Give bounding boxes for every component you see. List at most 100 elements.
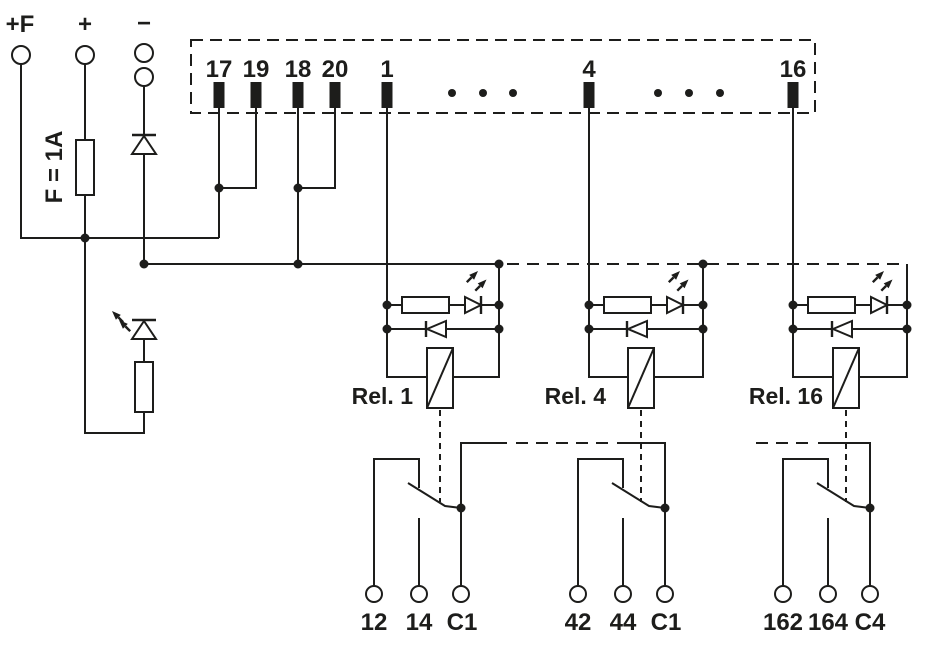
relay-16-wiring [792, 108, 908, 378]
pin-18 [292, 82, 304, 108]
plus-label: + [78, 11, 92, 38]
terminal-42 [569, 585, 587, 603]
supply-section: +F + − F = 1A [6, 10, 219, 434]
changeover-contact-arm [611, 482, 666, 509]
led-emission-arrows-icon [667, 271, 689, 292]
relay-1-contacts: 12 14 C1 [361, 442, 612, 636]
junction-dot [80, 233, 90, 243]
freewheel-diode-icon [830, 319, 853, 339]
contact-label-nc: 12 [361, 609, 388, 636]
junction-dot [902, 300, 912, 310]
pin-label-16: 16 [780, 56, 807, 83]
relay-1-coil-circuit: Rel. 1 [352, 108, 504, 502]
led-icon [666, 295, 686, 315]
fuse-label: F = 1A [41, 131, 68, 204]
pin-label-19: 19 [243, 56, 270, 83]
junction-dot [382, 324, 392, 334]
junction-dot [902, 324, 912, 334]
relay-4-wiring [588, 108, 704, 378]
pin-17 [213, 82, 225, 108]
terminal-minus-2 [134, 67, 154, 87]
resistor-icon [807, 296, 856, 314]
led-emission-arrows-icon [871, 271, 893, 292]
ellipsis-dot [509, 89, 517, 97]
relay-1-wiring [386, 108, 500, 378]
pin-20 [329, 82, 341, 108]
resistor-icon [401, 296, 450, 314]
ellipsis-dot [716, 89, 724, 97]
pin-16 [787, 82, 799, 108]
connector-box: 17 19 18 20 1 4 16 [190, 39, 816, 114]
ellipsis-dot [448, 89, 456, 97]
contact-label-no: 14 [406, 609, 433, 636]
fuse-icon [75, 139, 95, 196]
changeover-contact-arm [407, 482, 462, 509]
junction-dot [584, 324, 594, 334]
resistor-icon [603, 296, 652, 314]
terminal-plus [75, 45, 95, 65]
supply-wiring [20, 64, 219, 434]
diode-icon [130, 133, 158, 155]
junction-dot [494, 324, 504, 334]
terminal-c1 [452, 585, 470, 603]
pin-label-18: 18 [285, 56, 312, 83]
terminal-c1 [656, 585, 674, 603]
pin-label-1: 1 [380, 56, 393, 83]
led-emission-arrows-icon [465, 271, 487, 292]
junction-dot [382, 300, 392, 310]
resistor-icon [134, 361, 154, 413]
ellipsis-dot [479, 89, 487, 97]
pin-1 [381, 82, 393, 108]
terminal-plus-f [11, 45, 31, 65]
relay-coil [426, 347, 454, 409]
supply-pin-wiring [218, 108, 336, 264]
junction-dot [788, 300, 798, 310]
contact-label-common: C1 [447, 609, 478, 636]
pin-19 [250, 82, 262, 108]
contact-wiring [782, 442, 871, 586]
terminal-164 [819, 585, 837, 603]
contact-label-nc: 42 [565, 609, 592, 636]
terminal-14 [410, 585, 428, 603]
pivot-dot [865, 503, 875, 513]
pivot-dot [660, 503, 670, 513]
terminal-minus-1 [134, 43, 154, 63]
relay-4-contacts: 42 44 C1 [565, 442, 682, 636]
pin-4 [583, 82, 595, 108]
ellipsis-dot [654, 89, 662, 97]
led-icon [464, 295, 484, 315]
contact-wiring [373, 442, 507, 586]
junction-dot [584, 300, 594, 310]
connector-outline [190, 39, 816, 114]
terminal-162 [774, 585, 792, 603]
contact-label-common: C1 [651, 609, 682, 636]
pin-label-4: 4 [582, 56, 596, 83]
freewheel-diode-icon [424, 319, 447, 339]
pivot-dot [456, 503, 466, 513]
freewheel-diode-icon [625, 319, 648, 339]
relay-name: Rel. 16 [749, 383, 823, 409]
terminal-12 [365, 585, 383, 603]
pin-label-20: 20 [322, 56, 349, 83]
contact-label-common: C4 [855, 609, 886, 636]
ellipsis-dot [685, 89, 693, 97]
terminal-44 [614, 585, 632, 603]
relay-4-coil-circuit: Rel. 4 [545, 108, 708, 502]
contact-label-no: 44 [610, 609, 637, 636]
changeover-contact-arm [816, 482, 871, 509]
junction-dot [698, 300, 708, 310]
junction-dot [494, 300, 504, 310]
junction-dot [214, 183, 224, 193]
contact-wiring [577, 442, 666, 586]
minus-label: − [137, 10, 151, 37]
junction-dot [698, 324, 708, 334]
power-led-icon [130, 318, 158, 340]
relay-coil [832, 347, 860, 409]
junction-dot [293, 183, 303, 193]
connector-wiring [214, 108, 336, 269]
contact-label-nc: 162 [763, 609, 803, 636]
pin-label-17: 17 [206, 56, 233, 83]
relay-16-coil-circuit: Rel. 16 [749, 108, 912, 502]
